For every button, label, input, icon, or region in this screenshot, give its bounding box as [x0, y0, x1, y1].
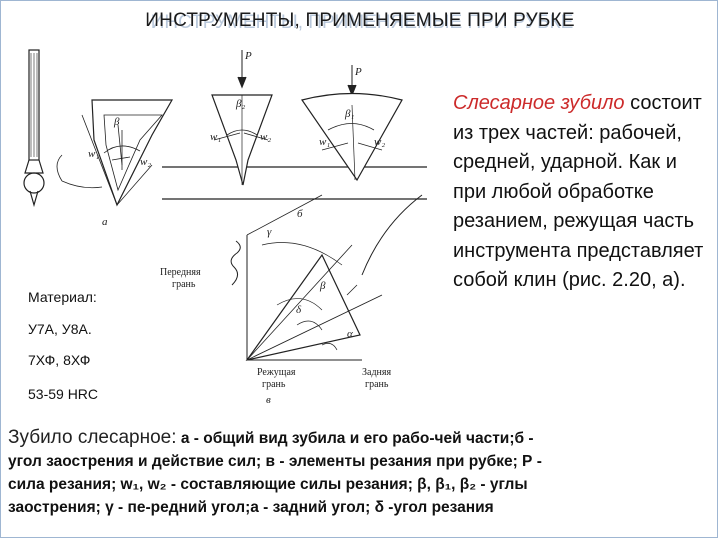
figure-label-b: б — [297, 208, 303, 220]
force-label-w1-a: w₁ — [88, 148, 99, 160]
angle-label-gamma: γ — [267, 226, 272, 238]
slide-title-shadow: ИНСТРУМЕНТЫ, ПРИМЕНЯЕМЫЕ ПРИ РУБКЕ — [150, 12, 574, 33]
material-hardness: 53-59 HRC — [28, 386, 99, 402]
figure-label-v: в — [266, 394, 271, 406]
slide-title: ИНСТРУМЕНТЫ, ПРИМЕНЯЕМЫЕ ПРИ РУБКЕ — [145, 10, 575, 31]
chisel-diagram: P P β β₂ β₁ w₁ w₂ w₁ w₂ w₁ w₂ а б γ β δ … — [23, 49, 427, 406]
force-label-w2-b2: w₂ — [374, 136, 385, 148]
caption-line-1: а - общий вид зубила и его рабо-чей част… — [176, 430, 534, 447]
chisel-figure: P P β β₂ β₁ w₁ w₂ w₁ w₂ w₁ w₂ а б γ β δ … — [22, 45, 427, 408]
angle-label-beta: β — [113, 116, 120, 128]
force-label-p2: P — [354, 66, 362, 78]
angle-label-beta-c: β — [319, 280, 326, 292]
figure-label-a: а — [102, 216, 108, 228]
chisel-general-view — [23, 49, 174, 208]
angle-label-beta1: β₁ — [344, 108, 354, 120]
force-label-w1-b2: w₁ — [319, 136, 330, 148]
angle-label-beta2: β₂ — [235, 98, 245, 110]
material-line-1: У7А, У8А. — [28, 321, 92, 337]
force-label-w1-b: w₁ — [210, 131, 221, 143]
caption-line-3: сила резания; w₁, w₂ - составляющие силы… — [8, 476, 528, 493]
angle-label-alpha: α — [347, 328, 353, 340]
caption-line-2: угол заострения и действие сил; в - элем… — [8, 453, 542, 470]
figure-caption: Зубило слесарное: а - общий вид зубила и… — [8, 426, 714, 519]
caption-lead: Зубило слесарное: — [8, 427, 177, 448]
description-highlight: Слесарное зубило — [453, 92, 625, 114]
material-heading: Материал: — [28, 289, 97, 305]
force-label-p1: P — [244, 50, 252, 62]
force-label-w2-a: w₂ — [140, 156, 151, 168]
sharpening-angle-view — [162, 50, 427, 200]
caption-line-4: заострения; γ - пе-редний угол;а - задни… — [8, 499, 494, 516]
chisel-description: Слесарное зубило состоит из трех частей:… — [453, 89, 713, 296]
force-label-w2-b: w₂ — [260, 131, 271, 143]
angle-label-delta: δ — [296, 304, 302, 316]
material-line-2: 7ХФ, 8ХФ — [28, 352, 91, 368]
description-text: состоит из трех частей: рабочей, средней… — [453, 92, 704, 291]
cutting-elements-view — [230, 194, 423, 361]
